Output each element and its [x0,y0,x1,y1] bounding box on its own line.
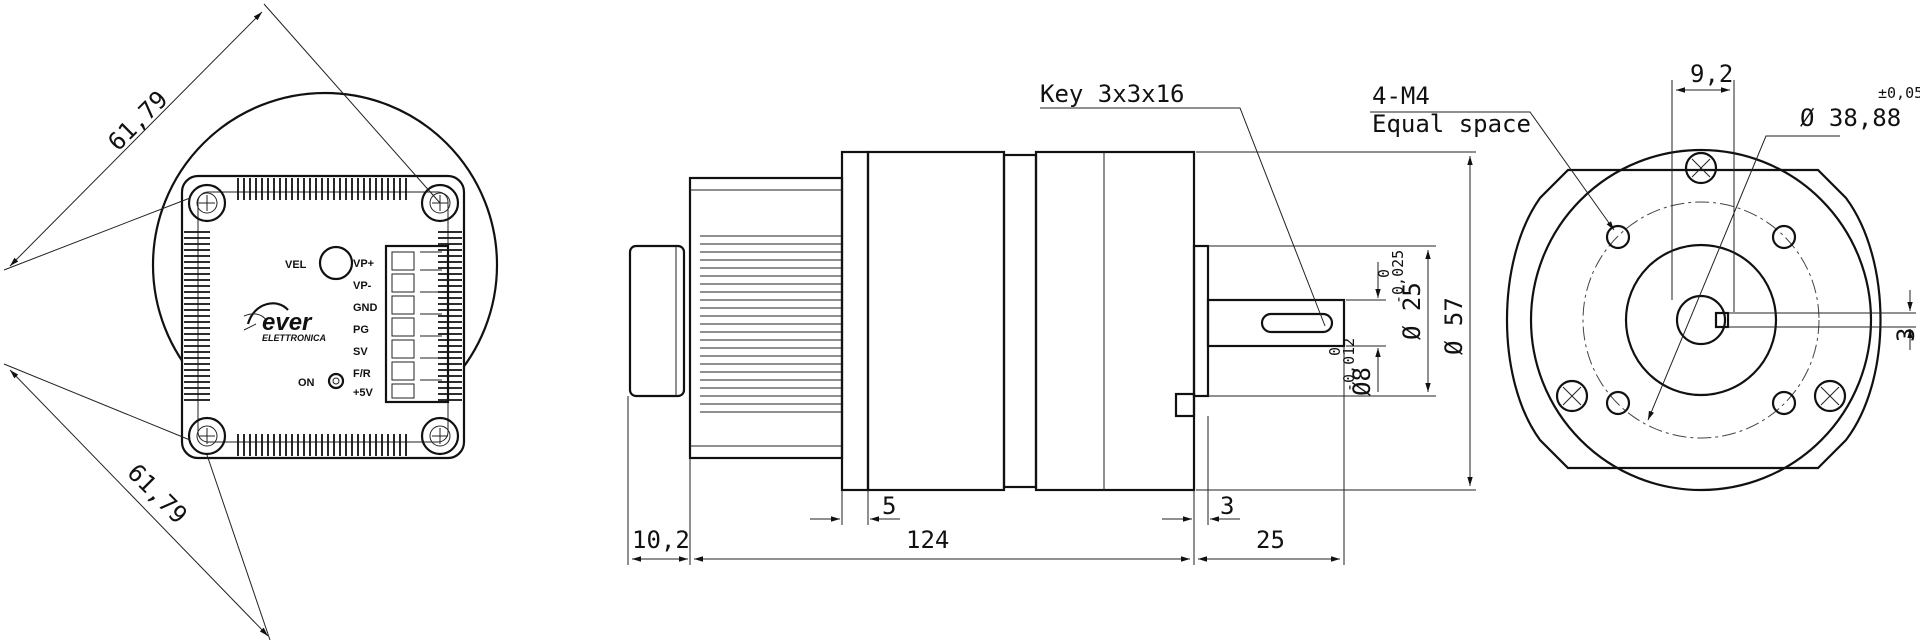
pcd-circle [1582,201,1820,439]
right-fins [438,231,462,401]
vel-label: VEL [285,259,307,271]
dim-shaft-length: 25 [1256,526,1285,554]
pcd-tol: ±0,05 [1878,84,1920,102]
on-label: ON [298,377,315,389]
connector-labels: VP+ VP- GND PG SV F/R +5V [353,258,378,399]
pin-label-vp-plus: VP+ [353,258,374,270]
pin-label-pg: PG [353,324,369,336]
screw-icon [1813,379,1847,413]
rear-flange [840,150,870,492]
side-vertical-dims: Ø 57 Ø 25 -0,025 0 Ø8 -0,012 0 [1196,151,1476,491]
pin-label-vp-minus: VP- [353,280,372,292]
dim-length-back: 10,2 [632,526,690,554]
key-offset-dim: 9,2 [1690,60,1733,88]
motor-body [866,150,1006,492]
dim-dia-pilot: Ø 25 [1398,282,1426,340]
dim-shaft-step: 3 [1220,492,1234,520]
dim-dia-shaft: Ø8 [1348,367,1376,396]
pin-label-sv: SV [353,346,368,358]
dim-length-body: 124 [906,526,949,554]
front-view: VEL ON ever ELETTRONICA VP+ VP- GND PG S… [3,3,499,641]
vel-potentiometer [318,245,354,281]
terminal-block [384,244,450,404]
dim-dia-body: Ø 57 [1440,297,1468,355]
end-view: Ø 38,88 ±0,05 4-M4 Equal space 9,2 3 [1370,60,1920,492]
pin-label-5v: +5V [353,387,374,399]
pin-label-fr: F/R [353,368,371,380]
shaft-circle [1675,294,1727,346]
on-led [327,372,345,390]
mounting-holes [1605,224,1797,416]
dim-dia-shaft-tol2: 0 [1326,347,1344,356]
holes-label-2: Equal space [1372,110,1531,138]
key-label: Key 3x3x16 [1040,80,1185,108]
end-body-circle [1529,148,1873,492]
screw-icon [1684,151,1718,185]
ever-logo: ever ELETTRONICA [243,302,326,343]
body-fins [700,235,842,413]
screw-icon [420,416,460,456]
svg-text:ELETTRONICA: ELETTRONICA [262,333,326,343]
screw-icon [420,183,460,223]
pcd-label: Ø 38,88 [1800,104,1901,132]
diag-dim-top: 61,79 [102,85,173,156]
svg-text:ever: ever [262,309,313,336]
side-view: Key 3x3x16 Ø 57 Ø 25 -0,025 0 Ø8 -0,012 … [627,80,1476,565]
pilot-circle [1624,243,1778,397]
pin-label-gnd: GND [353,302,378,314]
dim-dia-pilot-tol: -0,025 [1389,250,1407,304]
shaft [1206,298,1346,348]
holes-label-1: 4-M4 [1372,82,1430,110]
gear-section [1002,153,1038,489]
end-key [1714,311,1730,329]
end-screws [1555,151,1847,413]
screw-icon [1555,379,1589,413]
key-height-dim: 3 [1892,328,1920,342]
driver-housing [180,174,466,460]
pilot [1192,244,1210,398]
diag-dim-bottom: 61,79 [122,458,193,529]
dim-dia-shaft-tol: -0,012 [1340,338,1358,392]
end-flange-outline [1506,168,1882,470]
dim-flange: 5 [882,492,896,520]
front-flange [1034,150,1196,492]
shaft-key [1260,312,1334,334]
dim-dia-pilot-tol2: 0 [1375,269,1393,278]
driver-body [688,176,844,460]
side-horizontal-dims: 10,2 124 25 5 3 [627,346,1345,565]
back-cap [628,244,686,398]
